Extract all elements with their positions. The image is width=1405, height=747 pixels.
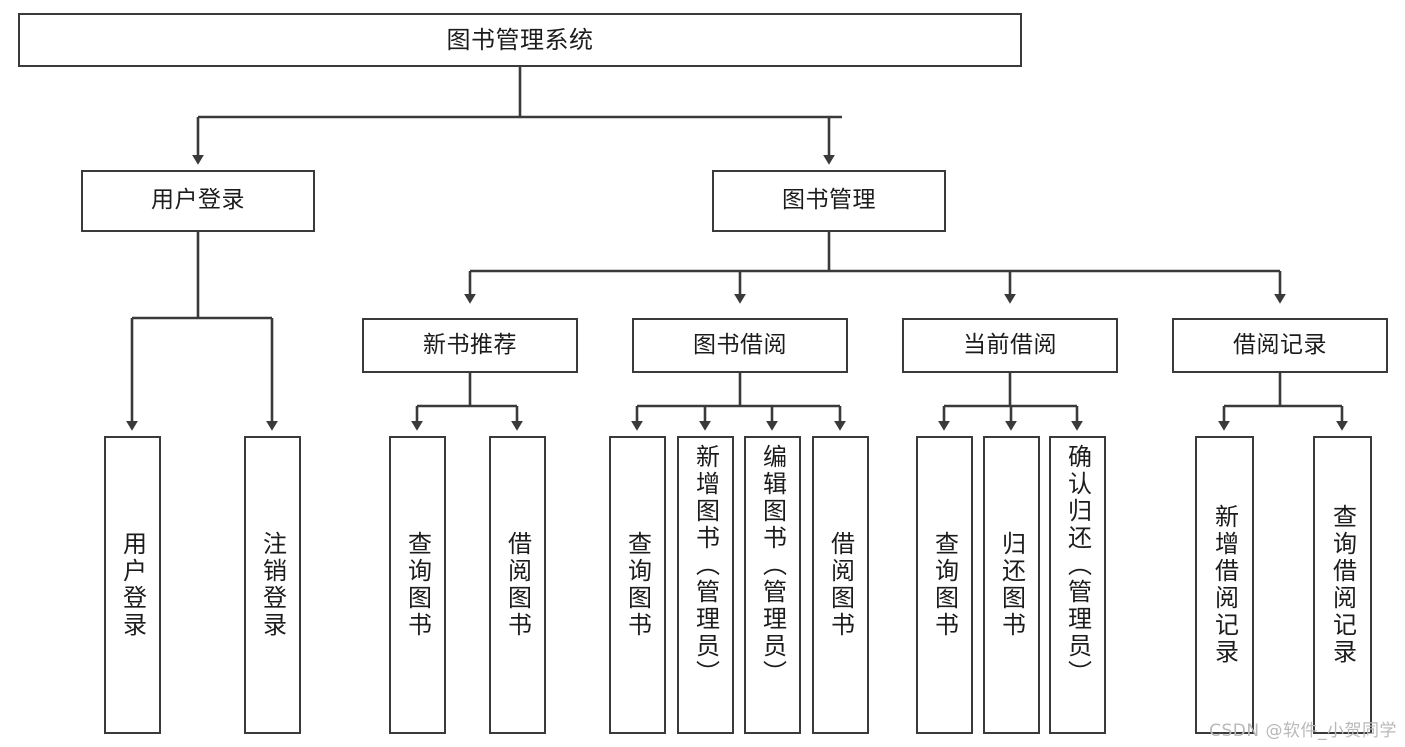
node-root-label: 图书管理系统 bbox=[446, 25, 594, 54]
leaf-new-book-query[interactable]: 查询图书 bbox=[389, 436, 446, 734]
node-borrow-record-label: 借阅记录 bbox=[1233, 331, 1327, 358]
leaf-current-borrow-return-label: 归还图书 bbox=[997, 531, 1026, 639]
node-new-book-recommend-label: 新书推荐 bbox=[423, 331, 517, 358]
node-current-borrow[interactable]: 当前借阅 bbox=[902, 318, 1118, 373]
leaf-current-borrow-query[interactable]: 查询图书 bbox=[916, 436, 973, 734]
node-borrow-record[interactable]: 借阅记录 bbox=[1172, 318, 1388, 373]
leaf-book-borrow-edit-label: 编辑图书（管理员） bbox=[758, 444, 787, 687]
leaf-user-login-login-label: 用户登录 bbox=[118, 531, 147, 639]
leaf-borrow-record-query-label: 查询借阅记录 bbox=[1328, 504, 1357, 666]
leaf-borrow-record-query[interactable]: 查询借阅记录 bbox=[1313, 436, 1372, 734]
leaf-new-book-borrow[interactable]: 借阅图书 bbox=[489, 436, 546, 734]
leaf-book-borrow-query[interactable]: 查询图书 bbox=[609, 436, 666, 734]
leaf-current-borrow-query-label: 查询图书 bbox=[930, 531, 959, 639]
node-current-borrow-label: 当前借阅 bbox=[963, 331, 1057, 358]
node-root[interactable]: 图书管理系统 bbox=[18, 13, 1022, 67]
node-user-login[interactable]: 用户登录 bbox=[81, 170, 315, 232]
node-book-borrow[interactable]: 图书借阅 bbox=[632, 318, 848, 373]
leaf-book-borrow-query-label: 查询图书 bbox=[623, 531, 652, 639]
leaf-user-login-login[interactable]: 用户登录 bbox=[104, 436, 161, 734]
leaf-book-borrow-add-label: 新增图书（管理员） bbox=[691, 444, 720, 687]
leaf-current-borrow-return[interactable]: 归还图书 bbox=[983, 436, 1040, 734]
leaf-book-borrow-borrow[interactable]: 借阅图书 bbox=[812, 436, 869, 734]
node-book-manage-label: 图书管理 bbox=[782, 187, 876, 214]
leaf-current-borrow-confirm-label: 确认归还（管理员） bbox=[1063, 444, 1092, 687]
leaf-borrow-record-add-label: 新增借阅记录 bbox=[1210, 504, 1239, 666]
leaf-new-book-query-label: 查询图书 bbox=[403, 531, 432, 639]
leaf-user-login-logout-label: 注销登录 bbox=[258, 531, 287, 639]
node-book-manage[interactable]: 图书管理 bbox=[712, 170, 946, 232]
csdn-watermark: CSDN @软件_小贺同学 bbox=[1209, 721, 1397, 741]
leaf-book-borrow-add[interactable]: 新增图书（管理员） bbox=[677, 436, 734, 734]
node-new-book-recommend[interactable]: 新书推荐 bbox=[362, 318, 578, 373]
node-book-borrow-label: 图书借阅 bbox=[693, 331, 787, 358]
leaf-borrow-record-add[interactable]: 新增借阅记录 bbox=[1195, 436, 1254, 734]
node-user-login-label: 用户登录 bbox=[151, 187, 245, 214]
leaf-book-borrow-edit[interactable]: 编辑图书（管理员） bbox=[744, 436, 801, 734]
leaf-book-borrow-borrow-label: 借阅图书 bbox=[826, 531, 855, 639]
leaf-new-book-borrow-label: 借阅图书 bbox=[503, 531, 532, 639]
leaf-current-borrow-confirm[interactable]: 确认归还（管理员） bbox=[1049, 436, 1106, 734]
leaf-user-login-logout[interactable]: 注销登录 bbox=[244, 436, 301, 734]
